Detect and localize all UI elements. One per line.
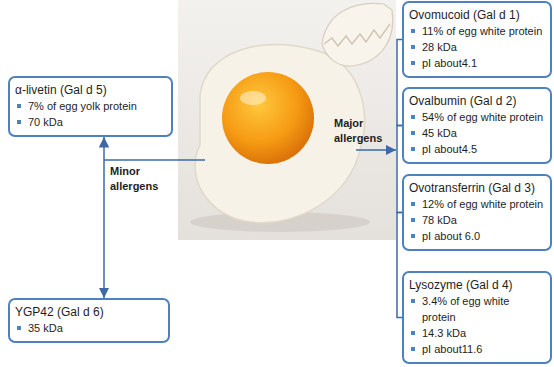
egg-yolk [222,72,314,164]
allergen-box: Ovomucoid (Gal d 1)11% of egg white prot… [402,1,552,78]
allergen-fact: pI about11.6 [422,341,545,357]
allergen-box: Ovalbumin (Gal d 2)54% of egg white prot… [402,87,552,164]
bullet-row: 14.3 kDa [409,325,545,341]
allergen-name: α-livetin (Gal d 5) [15,82,166,98]
bullet-marker [411,147,415,151]
allergen-fact: 70 kDa [28,114,166,130]
yolk-highlight [240,91,266,105]
bullet-marker [411,331,415,335]
bullet-row: 78 kDa [409,212,545,228]
bullet-marker [411,234,415,238]
bullet-row: 12% of egg white protein [409,196,545,212]
bullet-row: 28 kDa [409,39,545,55]
bullet-row: pI about4.1 [409,55,545,71]
allergen-fact: pI about 6.0 [422,228,545,244]
bullet-marker [411,202,415,206]
allergen-box: YGP42 (Gal d 6)35 kDa [8,298,170,343]
bullet-marker [411,299,415,303]
allergen-fact: 3.4% of egg white protein [422,293,545,325]
allergen-box: α-livetin (Gal d 5)7% of egg yolk protei… [8,76,173,137]
bullet-row: 45 kDa [409,125,545,141]
allergen-name: Ovalbumin (Gal d 2) [409,93,545,109]
bullet-marker [17,120,21,124]
allergen-name: YGP42 (Gal d 6) [15,304,163,320]
bullet-row: 70 kDa [15,114,166,130]
eggshell [322,3,393,66]
bullet-row: 35 kDa [15,320,163,336]
allergen-fact: 78 kDa [422,212,545,228]
allergen-fact: 11% of egg white protein [422,23,545,39]
allergen-box: Lysozyme (Gal d 4)3.4% of egg white prot… [402,271,552,364]
minor-branch-line [104,159,205,161]
group-label: Major allergens [334,116,396,146]
bullet-marker [411,29,415,33]
bullet-marker [17,326,21,330]
allergen-fact: 14.3 kDa [422,325,545,341]
allergen-fact: 12% of egg white protein [422,196,545,212]
allergen-name: Lysozyme (Gal d 4) [409,277,545,293]
bullet-row: pI about4.5 [409,141,545,157]
allergen-fact: 7% of egg yolk protein [28,98,166,114]
bullet-row: 7% of egg yolk protein [15,98,166,114]
bullet-marker [411,45,415,49]
shell-crack [324,24,390,46]
allergen-fact: pI about4.1 [422,55,545,71]
bullet-marker [411,131,415,135]
allergen-fact: 45 kDa [422,125,545,141]
bullet-row: 11% of egg white protein [409,23,545,39]
bullet-row: 54% of egg white protein [409,109,545,125]
allergen-box: Ovotransferrin (Gal d 3)12% of egg white… [402,174,552,251]
allergen-fact: 35 kDa [28,320,163,336]
bullet-row: pI about11.6 [409,341,545,357]
major-branch-arrow [356,149,396,151]
allergen-fact: pI about4.5 [422,141,545,157]
bullet-row: 3.4% of egg white protein [409,293,545,325]
bullet-marker [411,347,415,351]
bullet-marker [411,218,415,222]
allergen-fact: 54% of egg white protein [422,109,545,125]
bullet-marker [411,61,415,65]
bullet-marker [17,104,21,108]
allergen-fact: 28 kDa [422,39,545,55]
bullet-row: pI about 6.0 [409,228,545,244]
connector [103,137,105,298]
allergen-name: Ovotransferrin (Gal d 3) [409,180,545,196]
allergen-name: Ovomucoid (Gal d 1) [409,7,545,23]
photo-ground [178,0,396,240]
group-label: Minor allergens [110,164,172,194]
bullet-marker [411,115,415,119]
